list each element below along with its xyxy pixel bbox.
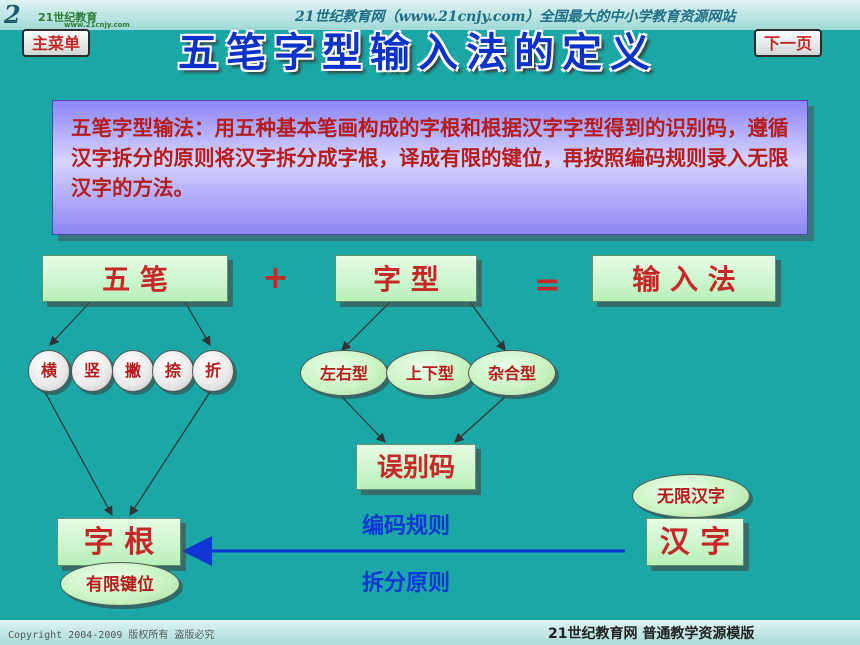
logo-text: 21世纪教育 (38, 11, 98, 24)
copyright-text: Copyright 2004-2009 版权所有 盗版必究 (8, 630, 215, 641)
next-page-button[interactable]: 下一页 (754, 29, 823, 57)
definition-box: 五笔字型输法：用五种基本笔画构成的字根和根据汉字字型得到的识别码，遵循汉字拆分的… (52, 100, 808, 235)
zixing-box: 字 型 (335, 255, 477, 302)
stroke-na: 捺 (152, 350, 194, 392)
main-menu-button[interactable]: 主菜单 (22, 29, 91, 57)
stroke-pie: 撇 (112, 350, 154, 392)
rule-encode-label: 编码规则 (362, 513, 451, 539)
zigen-box: 字 根 (57, 518, 181, 566)
stroke-shu: 竖 (71, 350, 113, 392)
rule-split-label: 拆分原则 (362, 570, 451, 596)
definition-text: 五笔字型输法：用五种基本笔画构成的字根和根据汉字字型得到的识别码，遵循汉字拆分的… (71, 116, 789, 200)
site-banner: 21世纪教育网（www.21cnjy.com）全国最大的中小学教育资源网站 (295, 9, 736, 25)
stroke-heng: 横 (28, 350, 70, 392)
site-logo: 2 21世纪教育 www.21cnjy.com (4, 0, 139, 30)
equals-sign: = (534, 265, 561, 303)
page-title: 五笔字型输入法的定义 (178, 29, 658, 76)
type-shangxia: 上下型 (386, 350, 474, 396)
wubi-box: 五 笔 (42, 255, 228, 302)
wuxian-oval: 无限汉字 (632, 474, 750, 518)
hanzi-box: 汉 字 (646, 518, 744, 566)
footer-bar: Copyright 2004-2009 版权所有 盗版必究 21世纪教育网 普通… (0, 620, 860, 645)
shibiema-box: 误别码 (356, 444, 476, 490)
logo-swirl-icon: 2 (4, 0, 21, 29)
type-zuoyou: 左右型 (300, 350, 388, 396)
stroke-zhe: 折 (192, 350, 234, 392)
plus-sign: + (262, 258, 289, 296)
type-zahe: 杂合型 (468, 350, 556, 396)
shurufa-box: 输 入 法 (592, 255, 776, 302)
youxian-oval: 有限键位 (60, 562, 180, 606)
logo-url: www.21cnjy.com (64, 21, 130, 29)
footer-site-text: 21世纪教育网 普通教学资源模版 (548, 626, 755, 642)
top-banner: 2 21世纪教育 www.21cnjy.com 21世纪教育网（www.21cn… (0, 0, 860, 30)
